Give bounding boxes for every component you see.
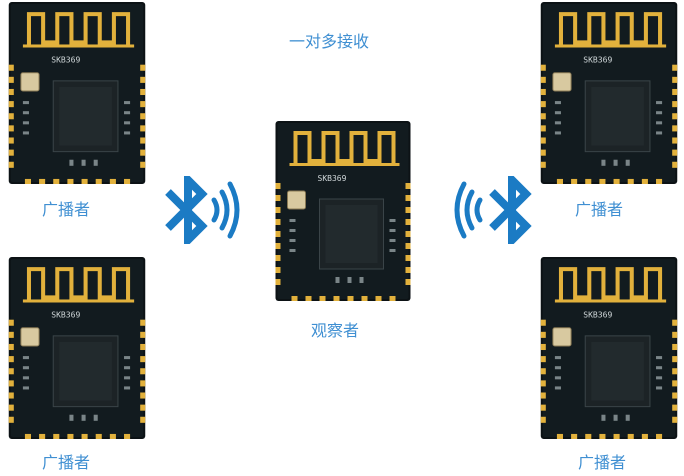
broadcaster-module-bottom-left: [4, 257, 150, 439]
broadcaster-module-top-right: [538, 2, 680, 184]
bluetooth-icon-right: [454, 176, 532, 244]
broadcaster-label-bottom-left: 广播者: [42, 453, 91, 472]
broadcaster-module-top-left: [4, 2, 150, 184]
observer-label: 观察者: [311, 321, 360, 340]
broadcaster-label-top-right: 广播者: [575, 200, 624, 219]
observer-module-center: [273, 121, 413, 301]
diagram-title: 一对多接收: [289, 32, 370, 51]
broadcaster-label-bottom-right: 广播者: [578, 453, 627, 472]
broadcaster-module-bottom-right: [538, 257, 680, 439]
broadcaster-label-top-left: 广播者: [42, 200, 91, 219]
bluetooth-icon-left: [165, 176, 240, 244]
